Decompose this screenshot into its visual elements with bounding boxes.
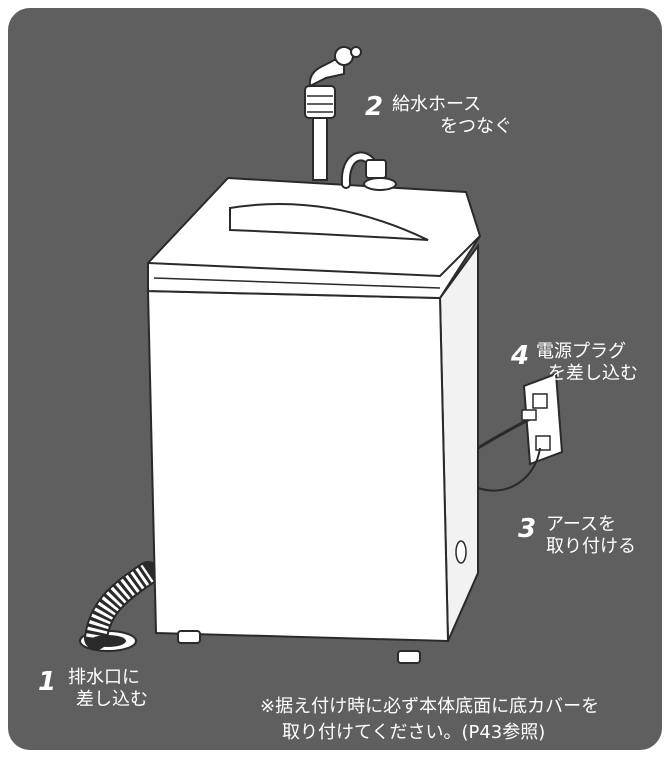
step-4-label: 4 電源プラグ を差し込む — [511, 341, 638, 385]
note-line-2: 取り付けてください。(P43参照) — [282, 722, 546, 743]
step-1-line-2: 差し込む — [76, 689, 148, 710]
drain-hose-icon — [79, 561, 160, 652]
step-1-line-1: 排水口に — [68, 667, 140, 688]
note-line-1: ※据え付け時に必ず本体底面に底カバーを — [260, 696, 600, 717]
step-3-label: 3 アースを 取り付ける — [518, 514, 636, 558]
step-3-number: 3 — [518, 514, 537, 544]
step-2-line-2: をつなぐ — [440, 116, 512, 137]
step-3-line-2: 取り付ける — [546, 536, 636, 557]
step-1-label: 1 排水口に 差し込む — [38, 667, 148, 711]
step-2-number: 2 — [365, 92, 384, 122]
step-2-label: 2 給水ホース をつなぐ — [365, 92, 512, 138]
instruction-panel: 2 給水ホース をつなぐ 4 電源プラグ を差し込む 3 アースを 取り付ける … — [8, 8, 662, 750]
step-3-line-1: アースを — [546, 514, 617, 535]
step-1-number: 1 — [38, 667, 57, 697]
washing-machine-body — [146, 176, 482, 664]
step-2-line-1: 給水ホース — [392, 94, 482, 115]
step-4-number: 4 — [511, 341, 530, 371]
supply-hose — [340, 151, 397, 191]
faucet-icon — [304, 46, 362, 181]
installation-note: ※据え付け時に必ず本体底面に底カバーを 取り付けてください。(P43参照) — [260, 694, 599, 746]
power-outlet-icon — [477, 372, 564, 492]
step-4-line-1: 電源プラグ — [536, 341, 626, 362]
step-4-line-2: を差し込む — [548, 363, 638, 384]
washing-machine-illustration — [79, 46, 564, 664]
